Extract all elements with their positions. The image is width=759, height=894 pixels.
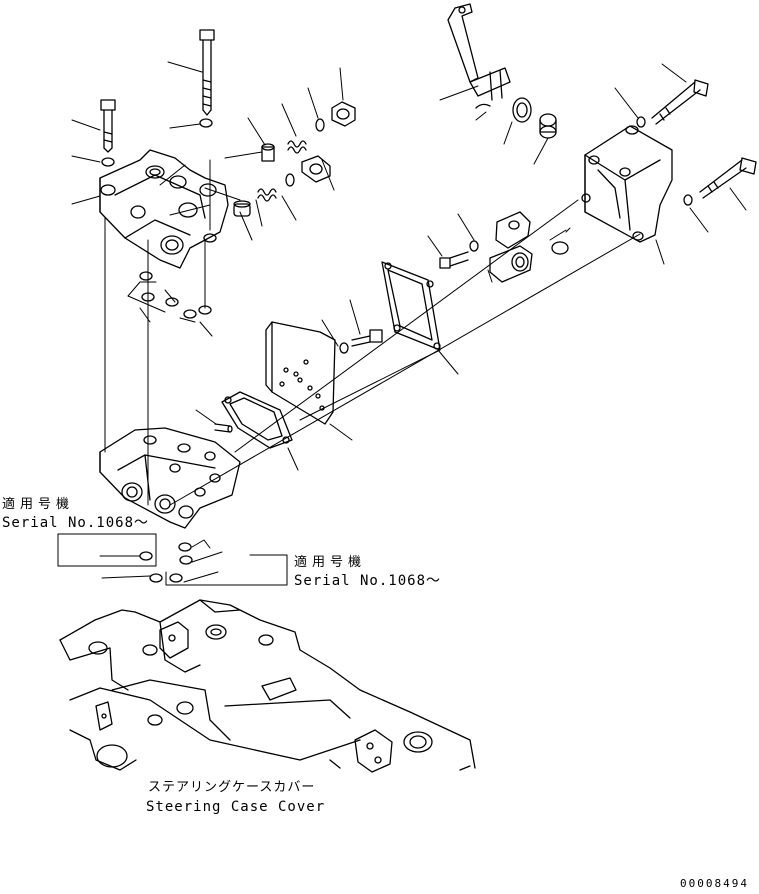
serial-left-number: Serial No.1068～	[2, 515, 150, 531]
o-rings-lower-group	[140, 540, 210, 582]
washer-top	[200, 119, 212, 127]
washer-left	[102, 158, 114, 166]
piston-middle	[234, 201, 250, 216]
serial-right-number: Serial No.1068～	[294, 573, 442, 589]
snap-ring	[476, 104, 490, 108]
washer-plate	[340, 343, 348, 353]
spring-middle	[258, 189, 276, 201]
serial-bracket-left	[58, 534, 156, 566]
gasket-upper	[382, 262, 440, 350]
bushing	[540, 114, 556, 138]
case-cover-name-en: Steering Case Cover	[146, 799, 326, 815]
bolt-short-left	[101, 100, 115, 152]
link-roller	[490, 212, 532, 282]
spring-upper	[288, 141, 306, 153]
separator-plate	[266, 322, 335, 424]
lever-arm	[448, 4, 510, 100]
plug-middle	[302, 156, 330, 182]
washer-small-middle	[470, 241, 478, 251]
o-ring-middle	[286, 174, 294, 186]
bolt-right-lower	[700, 158, 756, 198]
gasket-lower	[222, 392, 292, 448]
serial-left-heading: 適用号機	[2, 497, 75, 512]
serial-right-heading: 適用号機	[294, 555, 367, 570]
o-ring-upper	[316, 119, 324, 131]
steering-case-cover	[60, 600, 475, 772]
washer-right-lower	[684, 195, 692, 205]
nut-upper	[332, 102, 355, 126]
washer-right-upper	[637, 117, 645, 127]
serial-bracket-right	[166, 555, 287, 585]
upper-valve-body	[100, 150, 228, 268]
bolt-long-top	[200, 30, 214, 115]
leader-lines	[72, 62, 746, 582]
plug-upper	[262, 144, 274, 161]
case-cover-name-jp: ステアリングケースカバー	[148, 780, 316, 795]
bolt-plate	[352, 330, 382, 346]
bearing-ring	[513, 98, 531, 122]
document-number: 00008494	[680, 877, 749, 890]
o-rings-upper-group	[128, 272, 211, 322]
bolt-small-middle	[440, 252, 468, 268]
right-housing	[582, 126, 672, 242]
bushing-small	[552, 242, 568, 254]
lower-valve-body	[100, 428, 240, 528]
dowel-pin	[215, 424, 232, 432]
bolt-right-upper	[652, 80, 708, 124]
